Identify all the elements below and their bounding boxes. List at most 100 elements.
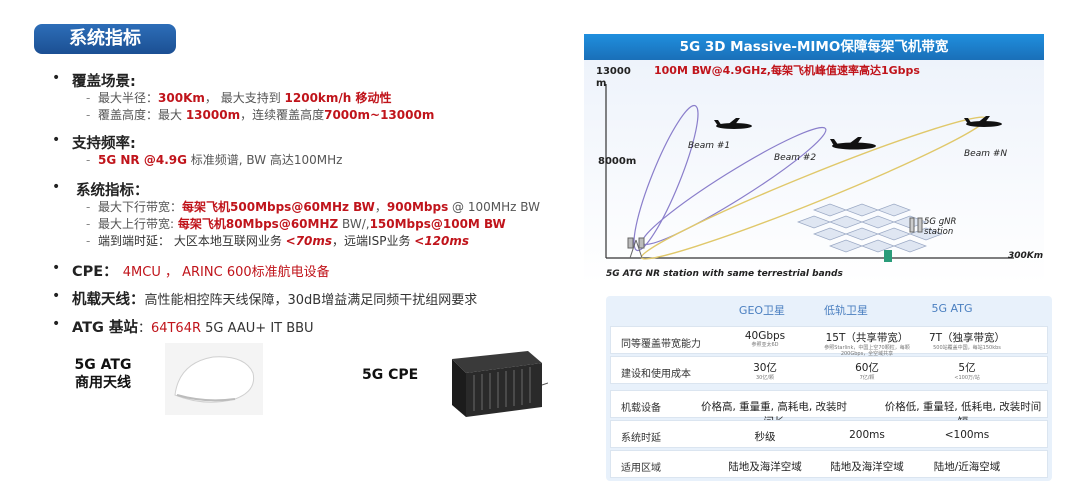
coverage-item: • 覆盖场景: <box>52 70 592 90</box>
diagram-title: 5G 3D Massive-MIMO保障每架飞机带宽 <box>584 34 1044 60</box>
cpe-product-label: 5G CPE <box>362 367 419 383</box>
row-label: 系统时延 <box>621 433 661 444</box>
freq-value: 5G NR @4.9G <box>98 153 187 167</box>
antenna-product-label: 5G ATG 商用天线 <box>68 356 138 392</box>
dl-value: 每架飞机500Mbps@60MHz BW <box>182 200 375 214</box>
alt-mid-label: 8000m <box>598 156 636 167</box>
table-cell: 15T（共享带宽）参照Starlink，中国上空70颗粒，每颗200Gbps，全… <box>817 330 917 357</box>
latency-isp: <120ms <box>414 234 470 248</box>
gnr-label-1: 5G gNR <box>924 217 956 227</box>
cell-value: 陆地及海洋空域 <box>830 461 904 473</box>
cell-value: 陆地及海洋空域 <box>728 461 802 473</box>
coverage-head: 覆盖场景: <box>72 74 136 90</box>
cell-note: 参照Starlink，中国上空70颗粒，每颗200Gbps，全空域共享 <box>824 345 910 357</box>
antenna-image <box>165 343 263 415</box>
sys-line2: 最大上行带宽: 每架飞机80Mbps@60MHZ BW/,150Mbps@100… <box>52 216 592 233</box>
cpe-item: • CPE： 4MCU ， ARINC 600标准航电设备 <box>52 260 592 280</box>
col-leo: 低轨卫星 <box>824 304 868 317</box>
cell-value: 秒级 <box>754 431 776 443</box>
alt-top-unit: m <box>596 78 606 89</box>
latency-isp-label: ，远端ISP业务 <box>332 234 415 248</box>
alt-top-label: 13000 <box>596 66 631 77</box>
height-value: 13000m <box>185 108 241 122</box>
cell-value: 5亿 <box>958 362 976 374</box>
beam1-lobe <box>633 104 699 252</box>
cell-note: 7亿/颗 <box>859 375 875 381</box>
massive-mimo-diagram: 5G 3D Massive-MIMO保障每架飞机带宽 <box>584 34 1044 284</box>
diagram-canvas: 13000 m 8000m 100M BW@4.9GHz,每架飞机峰值速率高达1… <box>584 60 1044 284</box>
dl-bw: @ 100MHz BW <box>448 200 540 214</box>
ul-sep: BW/, <box>338 217 370 231</box>
cpe-head: CPE： <box>72 264 118 280</box>
beam1-label: Beam #1 <box>688 141 730 151</box>
speed-value: 1200km/h 移动性 <box>284 91 392 105</box>
latency-local: <70ms <box>285 234 333 248</box>
radius-label: 最大半径： <box>98 91 159 105</box>
gnr-tower-icon <box>909 217 923 233</box>
antenna-label-line2: 商用天线 <box>75 375 131 391</box>
sys-line3: 端到端时延： 大区本地互联网业务 <70ms，远端ISP业务 <120ms <box>52 233 592 250</box>
sys-line1: 最大下行带宽：每架飞机500Mbps@60MHz BW，900Mbps @ 10… <box>52 199 592 216</box>
diagram-caption: 5G ATG NR station with same terrestrial … <box>606 269 843 279</box>
antenna-label-line1: 5G ATG <box>74 357 132 373</box>
beam2-label: Beam #2 <box>774 153 816 163</box>
antenna-text: 高性能相控阵天线保障，30dB增益满足同频干扰组网要求 <box>144 293 478 308</box>
freq-line1: 5G NR @4.9G 标准频谱, BW 高达100MHz <box>52 152 592 169</box>
diagram-subtitle: 100M BW@4.9GHz,每架飞机峰值速率高达1Gbps <box>654 63 920 77</box>
ul-label: 最大上行带宽: <box>98 217 178 231</box>
continuous-label: ，连续覆盖高度 <box>240 108 325 122</box>
cell-value: 40Gbps <box>744 330 786 342</box>
coverage-line1: 最大半径：300Km， 最大支持到 1200km/h 移动性 <box>52 90 592 107</box>
table-cell: <100ms <box>917 429 1017 441</box>
table-header: GEO卫星 低轨卫星 5G ATG <box>606 296 1052 322</box>
cell-value: 200ms <box>849 429 885 441</box>
sys-head: 系统指标： <box>76 183 149 199</box>
cell-value: 15T（共享带宽） <box>825 332 909 344</box>
table-cell: 200ms <box>817 429 917 441</box>
plane1-icon <box>714 118 752 129</box>
table-cell: 秒级 <box>715 429 815 444</box>
hex-grid <box>797 203 943 253</box>
row-label: 建设和使用成本 <box>621 369 691 380</box>
bullet-icon: • <box>52 179 61 195</box>
cell-value: <100ms <box>944 429 990 441</box>
cell-note: 30亿/颗 <box>755 375 775 381</box>
planeN-icon <box>964 116 1002 127</box>
atg-head: ATG 基站 <box>72 320 138 336</box>
plane2-icon <box>830 137 876 150</box>
sys-item: • 系统指标： <box>52 179 592 199</box>
bullet-icon: • <box>52 260 61 276</box>
bullet-icon: • <box>52 70 61 86</box>
table-cell: 陆地及海洋空域 <box>715 459 815 474</box>
cell-note: 500站覆盖中国，每站150kbs <box>933 345 1001 351</box>
table-cell: 陆地及海洋空域 <box>817 459 917 474</box>
gnr-box-icon <box>884 250 892 262</box>
height-label: 覆盖高度：最大 <box>98 108 186 122</box>
row-label: 机载设备 <box>621 403 661 414</box>
dl-label: 最大下行带宽： <box>98 200 183 214</box>
antenna-item: • 机载天线：高性能相控阵天线保障，30dB增益满足同频干扰组网要求 <box>52 288 592 308</box>
row-label: 适用区域 <box>621 463 661 474</box>
cpe-text: 4MCU ， ARINC 600标准航电设备 <box>122 265 330 280</box>
continuous-value: 7000m~13000m <box>324 108 435 122</box>
atg-text: 5G AAU+ IT BBU <box>201 321 314 336</box>
table-cell: 7T（独享带宽）500站覆盖中国，每站150kbs <box>917 330 1017 351</box>
atg-sep: ： <box>137 321 151 336</box>
speed-label: ， 最大支持到 <box>204 91 285 105</box>
station-tower-icon <box>627 237 645 259</box>
spec-list: • 覆盖场景: 最大半径：300Km， 最大支持到 1200km/h 移动性 覆… <box>52 70 592 336</box>
cell-value: 7T（独享带宽） <box>928 332 1006 344</box>
gnr-label-2: station <box>924 227 953 237</box>
bullet-icon: • <box>52 316 61 332</box>
atg-item: • ATG 基站：64T64R 5G AAU+ IT BBU <box>52 316 592 336</box>
cell-value: 30亿 <box>753 362 777 374</box>
freq-head: 支持频率: <box>72 136 136 152</box>
coverage-line2: 覆盖高度：最大 13000m，连续覆盖高度7000m~13000m <box>52 107 592 124</box>
bullet-icon: • <box>52 288 61 304</box>
